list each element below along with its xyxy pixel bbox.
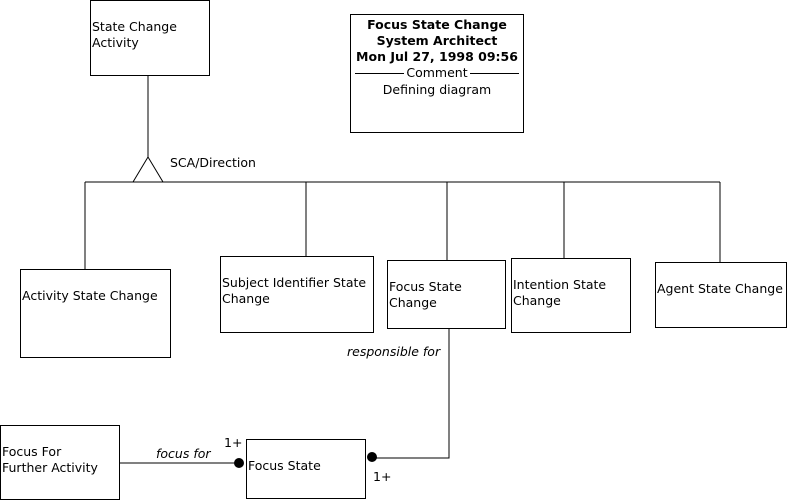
entity-label: Focus State [248,458,321,473]
note-body: Defining diagram [382,82,492,97]
entity-activity-state-change[interactable]: Activity State Change [20,269,171,358]
entity-label: Focus For Further Activity [2,444,98,475]
entity-subject-identifier-state-change[interactable]: Subject Identifier State Change [220,256,374,333]
responsible-for-cardinality: 1+ [373,469,392,484]
note-section-label: Comment [406,65,468,80]
entity-label: Subject Identifier State Change [222,275,367,306]
focus-for-cardinality: 1+ [224,435,243,450]
focus-for-endpoint [234,458,244,468]
responsible-for-label: responsible for [347,344,441,359]
entity-label: State Change Activity [92,19,177,50]
focus-for-label: focus for [156,446,211,461]
entity-label: Agent State Change [657,281,783,296]
entity-agent-state-change[interactable]: Agent State Change [655,262,787,328]
responsible-for-endpoint [367,452,377,462]
entity-label: Activity State Change [22,288,158,303]
entity-intention-state-change[interactable]: Intention State Change [511,258,631,333]
entity-focus-state-change[interactable]: Focus State Change [387,260,506,329]
subtype-triangle [132,156,164,183]
entity-focus-for-further-activity[interactable]: Focus For Further Activity [0,425,120,500]
entity-label: Focus State Change [389,279,462,310]
note-section-divider: Comment [355,65,519,81]
note-date: Mon Jul 27, 1998 09:56 [356,49,518,64]
responsible-for-line [372,328,450,459]
note-title: Focus State Change [367,17,507,32]
comment-note[interactable]: Focus State Change System Architect Mon … [350,14,524,133]
entity-focus-state[interactable]: Focus State [246,439,366,499]
entity-state-change-activity[interactable]: State Change Activity [90,0,210,76]
note-author: System Architect [376,33,498,48]
entity-label: Intention State Change [513,277,607,308]
subtype-label: SCA/Direction [170,155,256,170]
